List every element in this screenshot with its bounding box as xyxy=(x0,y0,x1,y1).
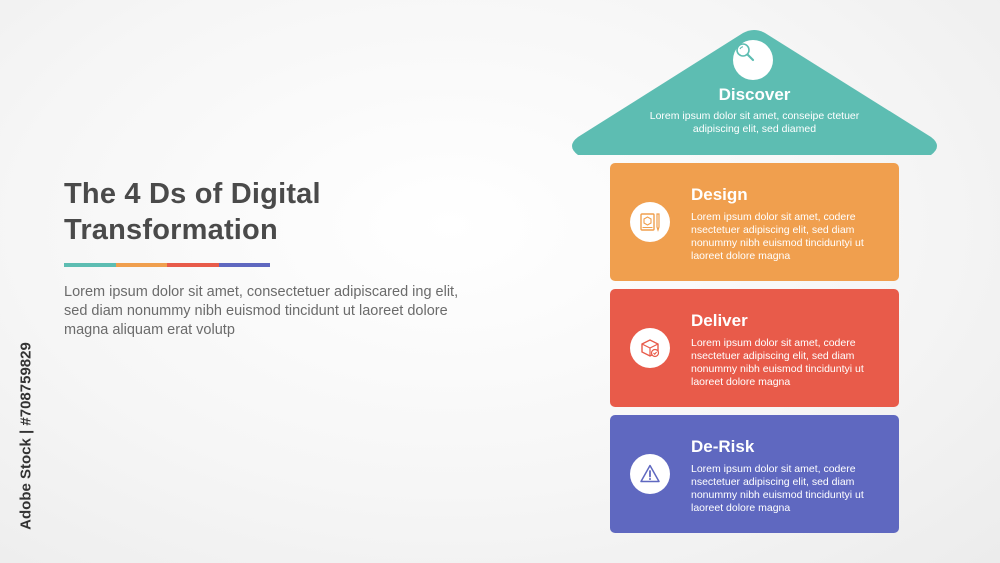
design-tools-icon xyxy=(640,213,660,232)
discover-roof: Discover Lorem ipsum dolor sit amet, con… xyxy=(571,29,938,155)
deliver-title: Deliver xyxy=(691,311,748,330)
warning-icon xyxy=(640,464,660,483)
stock-id-watermark: Adobe Stock | #708759829 xyxy=(17,342,35,530)
design-description: Lorem ipsum dolor sit amet, codere nsect… xyxy=(691,211,864,262)
accent-segment-design xyxy=(115,263,167,267)
intro-description: Lorem ipsum dolor sit amet, consectetuer… xyxy=(64,284,459,338)
accent-segment-derisk xyxy=(218,263,270,267)
page-title: The 4 Ds of Digital Transformation xyxy=(64,178,321,246)
derisk-box: De-Risk Lorem ipsum dolor sit amet, code… xyxy=(610,415,899,533)
derisk-description: Lorem ipsum dolor sit amet, codere nsect… xyxy=(691,463,864,514)
accent-underline xyxy=(64,263,270,267)
deliver-description: Lorem ipsum dolor sit amet, codere nsect… xyxy=(691,337,864,388)
accent-segment-discover xyxy=(64,263,116,267)
derisk-icon-circle xyxy=(630,454,670,494)
deliver-icon-circle xyxy=(630,328,670,368)
delivery-box-icon xyxy=(641,339,660,358)
heading-block: The 4 Ds of Digital Transformation Lorem… xyxy=(64,176,464,338)
design-title: Design xyxy=(691,185,748,204)
accent-segment-deliver xyxy=(167,263,219,267)
discover-icon-circle xyxy=(733,40,773,80)
discover-description: Lorem ipsum dolor sit amet, conseipe cte… xyxy=(649,110,860,135)
design-icon-circle xyxy=(630,202,670,242)
deliver-box: Deliver Lorem ipsum dolor sit amet, code… xyxy=(610,289,899,407)
magnifier-icon xyxy=(736,43,755,62)
discover-title: Discover xyxy=(718,85,791,104)
design-box: Design Lorem ipsum dolor sit amet, coder… xyxy=(610,163,899,281)
derisk-title: De-Risk xyxy=(691,437,755,456)
roof-shape xyxy=(572,30,937,155)
